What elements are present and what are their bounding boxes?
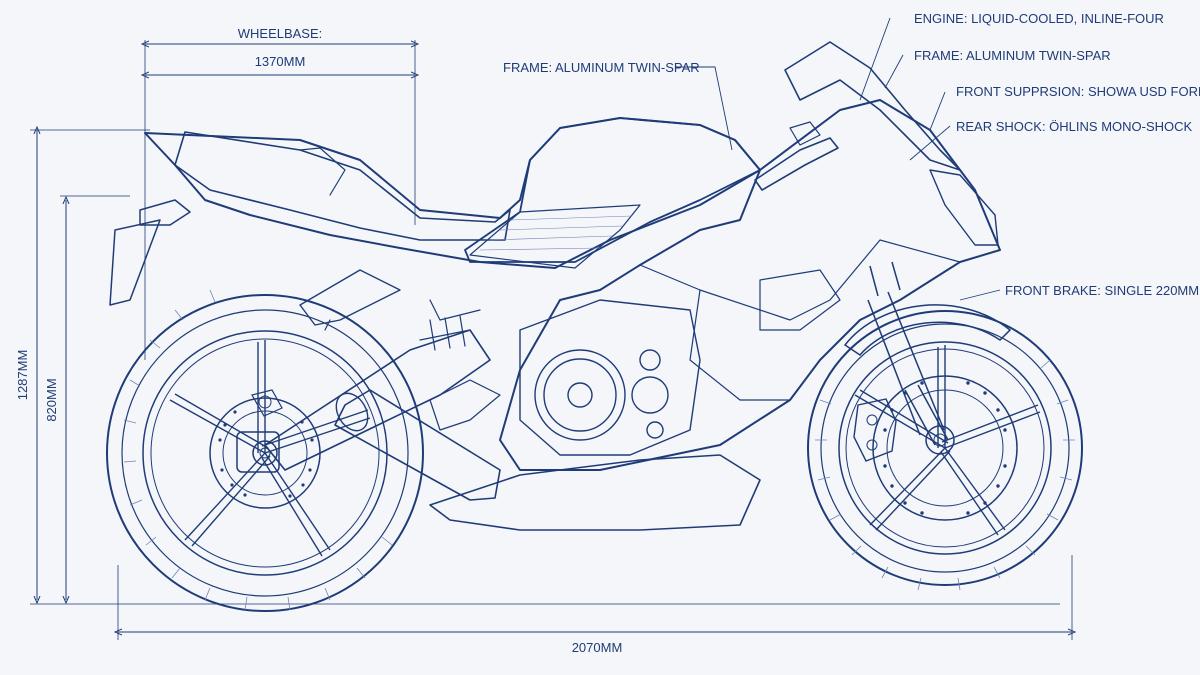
tail-light [139,199,191,226]
motorcycle-body [109,41,1001,531]
fuel-tank [464,117,761,263]
callout-engine: ENGINE: LIQUID-COOLED, INLINE-FOUR [914,11,1164,26]
leader-frame-right [884,54,904,89]
leader-front-suspension [929,91,946,131]
leader-rear-shock [909,125,951,161]
overall-length-label: 2070MM [572,640,623,655]
wheelbase-title: WHEELBASE: [238,26,323,41]
front-wheel [807,310,1083,591]
wheelbase-value: 1370MM [255,54,306,69]
handlebar [754,137,839,191]
exhaust-muffler [334,389,501,501]
headlight [929,169,999,246]
belly-pan [429,454,761,531]
callout-front-brake: FRONT BRAKE: SINGLE 220MM DISC [1005,283,1200,298]
callout-frame-left: FRAME: ALUMINUM TWIN-SPAR [503,60,700,75]
callout-rear-shock: REAR SHOCK: ÖHLINS MONO-SHOCK [956,119,1193,134]
callout-labels: FRAME: ALUMINUM TWIN-SPAR ENGINE: LIQUID… [503,11,1200,298]
overall-height-label: 1287MM [15,350,30,401]
tank-knee-pad [469,204,641,269]
front-forks [843,261,1012,446]
rear-wheel [106,289,424,612]
side-fairing [499,99,1001,471]
engine-block [519,299,701,456]
seat-height-label: 820MM [44,378,59,421]
rear-shock [419,315,471,351]
rear-subframe [299,269,401,326]
dimension-lines [30,40,1072,640]
dimension-labels: WHEELBASE: 1370MM 2070MM 1287MM 820MM [15,26,622,655]
callout-leaders [675,17,1001,301]
leader-front-brake [959,289,1001,301]
license-hanger [109,219,161,306]
windscreen [784,41,961,171]
callout-front-suspension: FRONT SUPPRSION: SHOWA USD FORKS [956,84,1200,99]
swingarm [264,329,491,471]
callout-frame-right: FRAME: ALUMINUM TWIN-SPAR [914,48,1111,63]
leader-engine [859,17,891,101]
leader-frame-left [675,66,733,151]
front-fender [843,304,1012,356]
seat [174,131,511,241]
